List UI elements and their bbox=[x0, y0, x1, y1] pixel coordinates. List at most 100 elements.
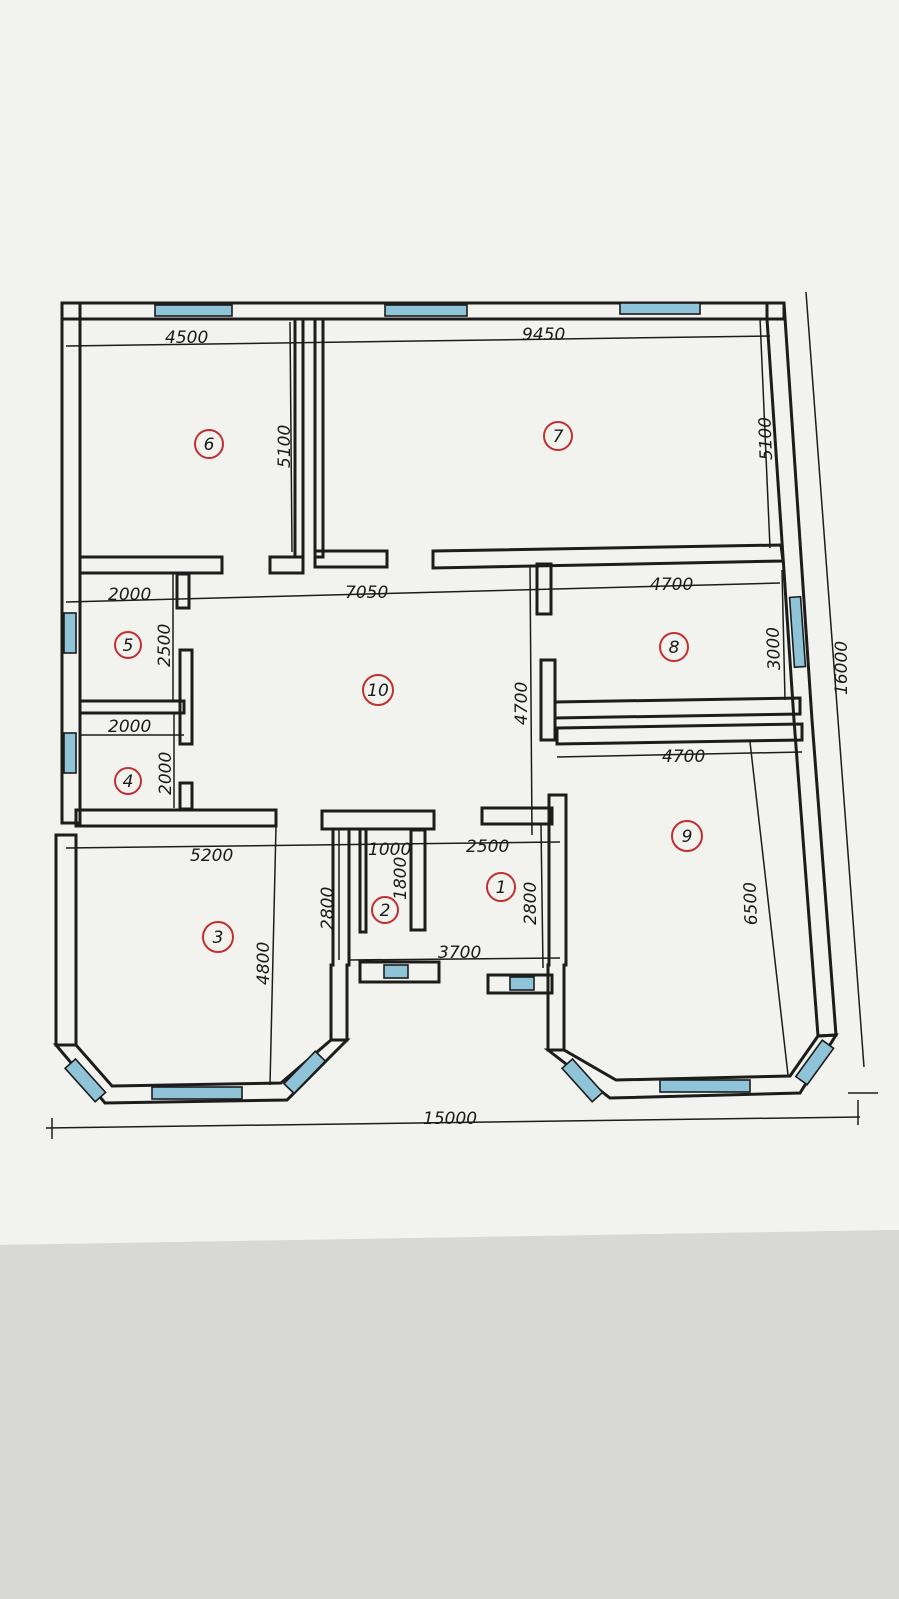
dimension-labels: 4500 9450 5100 5100 2000 7050 4700 2500 … bbox=[108, 325, 852, 1129]
room-1-number: 1 bbox=[496, 878, 507, 898]
window-bay-3-left bbox=[63, 1057, 107, 1103]
wall-2-bottom bbox=[358, 960, 441, 984]
dim-1800: 1800 bbox=[391, 857, 411, 900]
room-8-circle bbox=[659, 632, 689, 662]
dim-4700-mid: 4700 bbox=[662, 747, 705, 767]
room-3-circle bbox=[202, 921, 234, 953]
dimline-15000 bbox=[45, 1116, 861, 1129]
room-2-number: 2 bbox=[380, 901, 391, 921]
room-10-circle bbox=[362, 674, 394, 706]
room-7-circle bbox=[543, 421, 573, 451]
room-7-number: 7 bbox=[553, 427, 564, 447]
dim-5200: 5200 bbox=[190, 846, 233, 866]
room-numbers: 6 7 5 8 10 4 9 1 2 3 bbox=[114, 421, 703, 953]
room-8-number: 8 bbox=[669, 638, 680, 658]
room-9-circle bbox=[671, 820, 703, 852]
dim-1000: 1000 bbox=[368, 840, 411, 860]
dim-7050: 7050 bbox=[345, 583, 388, 603]
dimline-top bbox=[65, 335, 771, 347]
wall-2-inner-left bbox=[358, 827, 368, 934]
wall-2-top bbox=[320, 809, 436, 831]
wall-5-right-mid bbox=[178, 648, 194, 746]
room-1-circle bbox=[486, 872, 516, 902]
window-2-bottom bbox=[383, 964, 409, 979]
bay-3 bbox=[52, 1038, 351, 1105]
dimline-3000 bbox=[781, 569, 786, 701]
window-top-6 bbox=[154, 304, 233, 317]
window-top-7a bbox=[384, 304, 468, 317]
room-2-circle bbox=[371, 896, 399, 924]
dimline-2800-right bbox=[540, 824, 544, 969]
dim-4800: 4800 bbox=[254, 942, 274, 985]
wall-8-bottom bbox=[553, 696, 802, 720]
dim-15000: 15000 bbox=[423, 1109, 477, 1129]
dimline-16000 bbox=[805, 291, 865, 1068]
wall-9-top bbox=[555, 722, 804, 746]
window-bay-9-bottom bbox=[659, 1079, 751, 1093]
paper-sheet bbox=[0, 0, 899, 1245]
dim-16000: 16000 bbox=[832, 641, 852, 695]
dimline-3700 bbox=[348, 957, 561, 961]
wall-under-6 bbox=[78, 555, 224, 575]
dim-2000-mid: 2000 bbox=[108, 717, 151, 737]
dim-2500-left: 2500 bbox=[155, 624, 175, 667]
dimline-5100-left bbox=[289, 321, 293, 553]
room-3-number: 3 bbox=[213, 928, 224, 948]
dim-9450: 9450 bbox=[522, 325, 565, 345]
dimline-mid bbox=[65, 582, 781, 603]
wall-under-7a bbox=[313, 549, 389, 569]
wall-under-6b bbox=[268, 555, 305, 575]
window-top-7b bbox=[619, 302, 701, 315]
wall-1-bottom bbox=[486, 973, 554, 995]
wall-8-left bbox=[539, 658, 557, 742]
dimension-lines bbox=[45, 291, 878, 1139]
dimline-6500 bbox=[749, 741, 789, 1076]
window-right-8 bbox=[788, 595, 807, 669]
dimline-5100-right bbox=[759, 317, 771, 549]
wall-2-stair bbox=[409, 828, 427, 932]
room-5-number: 5 bbox=[123, 636, 134, 656]
room-4-number: 4 bbox=[123, 772, 134, 792]
dim-3000: 3000 bbox=[763, 627, 784, 671]
wall-6-7-right bbox=[313, 317, 325, 559]
room-4-circle bbox=[114, 767, 142, 795]
dim-2800-right: 2800 bbox=[521, 882, 541, 925]
wall-under-7b bbox=[431, 543, 785, 570]
room-6-circle bbox=[194, 429, 224, 459]
room-6-number: 6 bbox=[204, 435, 215, 455]
room-9-number: 9 bbox=[682, 827, 693, 847]
window-bay-3-right bbox=[282, 1050, 327, 1095]
dimline-4800 bbox=[269, 825, 277, 1086]
dim-2000-vert: 2000 bbox=[156, 752, 176, 795]
dim-3700: 3700 bbox=[438, 943, 481, 963]
window-left-5 bbox=[63, 612, 77, 654]
window-1-bottom bbox=[509, 976, 535, 991]
window-bay-9-left bbox=[560, 1057, 604, 1103]
dim-4700-vert: 4700 bbox=[512, 682, 532, 725]
dimline-5200 bbox=[65, 841, 561, 849]
room-5-circle bbox=[114, 631, 142, 659]
wall-3-top bbox=[74, 808, 278, 828]
dimline-4700-vert bbox=[529, 564, 533, 836]
window-bay-3-bottom bbox=[151, 1086, 243, 1100]
dimline-4700-mid bbox=[556, 751, 803, 758]
wall-1-top bbox=[480, 806, 554, 826]
windows bbox=[63, 302, 835, 1103]
dim-5100-left: 5100 bbox=[275, 425, 295, 468]
dim-6500: 6500 bbox=[740, 882, 761, 926]
dim-5100-right: 5100 bbox=[755, 417, 776, 461]
dim-4500: 4500 bbox=[165, 328, 208, 348]
dim-2800-left: 2800 bbox=[318, 887, 338, 930]
room-10-number: 10 bbox=[367, 681, 389, 701]
dim-2000-top: 2000 bbox=[108, 585, 151, 605]
interior-walls bbox=[74, 317, 804, 1052]
bay-9 bbox=[543, 1033, 839, 1100]
wall-4-5 bbox=[78, 699, 186, 715]
paper-shadow bbox=[0, 1230, 899, 1599]
dim-2500-mid: 2500 bbox=[466, 837, 509, 857]
window-bay-9-right bbox=[794, 1038, 835, 1086]
wall-5-right-top bbox=[175, 572, 191, 610]
dim-4700-top: 4700 bbox=[650, 575, 693, 595]
window-left-4 bbox=[63, 732, 77, 774]
